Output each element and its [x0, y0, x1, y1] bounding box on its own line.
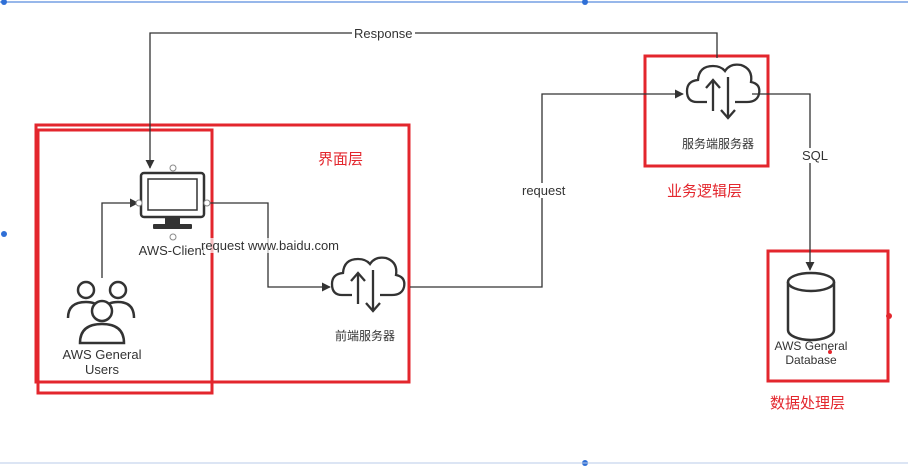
- client-label: AWS-Client: [138, 243, 206, 258]
- connection-point-marker[interactable]: [886, 313, 892, 319]
- database-cylinder-icon[interactable]: [786, 271, 836, 342]
- edge-label-request: request: [520, 183, 568, 198]
- edge-label-sql: SQL: [800, 148, 831, 163]
- users-group-icon[interactable]: [66, 280, 136, 345]
- desktop-computer-icon[interactable]: [135, 164, 211, 241]
- users-to-client-connector[interactable]: [101, 198, 139, 278]
- layer-label-data: 数据处理层: [770, 395, 846, 412]
- backend-to-database-connector[interactable]: [752, 93, 815, 271]
- response-connector[interactable]: [145, 32, 718, 169]
- business-layer-region: [643, 54, 770, 168]
- database-label-line2: Database: [785, 353, 837, 367]
- users-client-region: [36, 128, 214, 395]
- backend-server-label: 服务端服务器: [681, 137, 755, 151]
- layer-label-business: 业务逻辑层: [667, 183, 743, 200]
- cloud-upload-download-icon[interactable]: [330, 256, 406, 313]
- cloud-upload-download-icon[interactable]: [685, 63, 761, 120]
- edge-label-request-baidu: request www.baidu.com: [201, 238, 340, 253]
- selection-handle[interactable]: [1, 231, 7, 237]
- edge-label-response: Response: [352, 26, 415, 41]
- users-label-line1: AWS General: [62, 347, 142, 362]
- selection-handle[interactable]: [582, 0, 588, 5]
- users-label-line2: Users: [85, 362, 119, 377]
- layer-label-ui: 界面层: [318, 151, 364, 168]
- frontend-server-label: 前端服务器: [334, 329, 396, 343]
- connection-point-marker[interactable]: [828, 350, 832, 354]
- database-label-line1: AWS General: [774, 339, 848, 353]
- selection-handle[interactable]: [1, 0, 7, 5]
- ui-layer-region: [34, 123, 411, 384]
